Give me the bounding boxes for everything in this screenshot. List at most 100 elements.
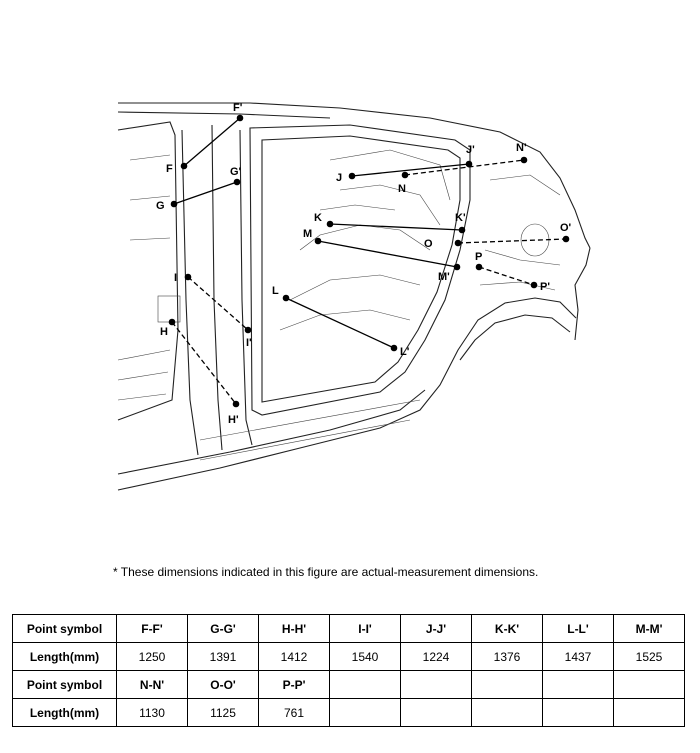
measurement-points bbox=[168, 114, 570, 408]
point-n-prime bbox=[520, 156, 528, 164]
label-g: G bbox=[156, 200, 165, 212]
point-p bbox=[475, 263, 483, 271]
table-cell-length: 1130 bbox=[116, 698, 188, 727]
table-row: Length(mm) 1130 1125 761 bbox=[12, 698, 685, 727]
table-cell-symbol: O-O' bbox=[187, 670, 259, 699]
label-k-prime: K' bbox=[455, 212, 466, 224]
table-row: Length(mm) 1250 1391 1412 1540 1224 1376… bbox=[12, 642, 685, 671]
table-cell-symbol bbox=[329, 670, 401, 699]
label-h: H bbox=[160, 326, 168, 338]
point-g-prime bbox=[233, 178, 241, 186]
point-k-prime bbox=[458, 226, 466, 234]
table-cell-symbol: F-F' bbox=[116, 614, 188, 643]
label-p: P bbox=[475, 251, 482, 263]
label-l-prime: L' bbox=[400, 346, 410, 358]
dim-line-g bbox=[173, 181, 238, 205]
header-length: Length(mm) bbox=[12, 698, 117, 727]
dim-line-f bbox=[183, 117, 241, 167]
point-o bbox=[454, 239, 462, 247]
dim-line-l bbox=[285, 297, 395, 349]
label-g-prime: G' bbox=[230, 166, 242, 178]
body-side-diagram: F F' G G' H H' I I' J J' K K' L L' M M' … bbox=[117, 102, 591, 491]
label-n: N bbox=[398, 183, 406, 195]
table-row: Point symbol N-N' O-O' P-P' bbox=[12, 670, 685, 699]
table-cell-length bbox=[329, 698, 401, 727]
dim-line-j bbox=[351, 163, 470, 177]
table-row: Point symbol F-F' G-G' H-H' I-I' J-J' K-… bbox=[12, 614, 685, 643]
table-cell-symbol: K-K' bbox=[471, 614, 543, 643]
table-cell-length: 1540 bbox=[329, 642, 401, 671]
label-o-prime: O' bbox=[560, 222, 572, 234]
point-k bbox=[326, 220, 334, 228]
table-cell-length bbox=[613, 698, 685, 727]
point-f-prime bbox=[236, 114, 244, 122]
label-i-prime: I' bbox=[246, 337, 252, 349]
dim-line-p bbox=[478, 266, 535, 286]
table-cell-symbol: N-N' bbox=[116, 670, 188, 699]
table-cell-length: 1437 bbox=[542, 642, 614, 671]
label-n-prime: N' bbox=[516, 142, 527, 154]
table-cell-length: 761 bbox=[258, 698, 330, 727]
dim-line-h bbox=[171, 321, 237, 405]
point-n bbox=[401, 171, 409, 179]
point-p-prime bbox=[530, 281, 538, 289]
dim-line-i bbox=[187, 276, 249, 331]
table-cell-symbol bbox=[542, 670, 614, 699]
table-cell-length bbox=[400, 698, 472, 727]
table-cell-symbol bbox=[613, 670, 685, 699]
label-f: F bbox=[166, 163, 173, 175]
point-m bbox=[314, 237, 322, 245]
body-outline bbox=[117, 102, 591, 491]
dim-line-o bbox=[457, 238, 567, 244]
dim-line-m bbox=[317, 240, 458, 268]
table-cell-symbol: H-H' bbox=[258, 614, 330, 643]
label-j: J bbox=[336, 172, 342, 184]
table-cell-length bbox=[471, 698, 543, 727]
point-l bbox=[282, 294, 290, 302]
label-k: K bbox=[314, 212, 322, 224]
table-cell-length: 1224 bbox=[400, 642, 472, 671]
dimension-lines bbox=[171, 117, 567, 405]
table-cell-length: 1391 bbox=[187, 642, 259, 671]
table-cell-length: 1125 bbox=[187, 698, 259, 727]
measurement-note: * These dimensions indicated in this fig… bbox=[113, 565, 539, 579]
table-cell-length: 1525 bbox=[613, 642, 685, 671]
label-f-prime: F' bbox=[233, 102, 243, 114]
point-i-prime bbox=[244, 326, 252, 334]
point-f bbox=[180, 162, 188, 170]
header-length: Length(mm) bbox=[12, 642, 117, 671]
label-j-prime: J' bbox=[466, 144, 475, 156]
table-cell-symbol: M-M' bbox=[613, 614, 685, 643]
point-j-prime bbox=[465, 160, 473, 168]
dim-line-k bbox=[329, 223, 463, 231]
label-h-prime: H' bbox=[228, 414, 239, 426]
table-cell-length: 1412 bbox=[258, 642, 330, 671]
table-cell-length bbox=[542, 698, 614, 727]
label-o: O bbox=[424, 238, 433, 250]
point-i bbox=[184, 273, 192, 281]
table-cell-symbol: L-L' bbox=[542, 614, 614, 643]
label-p-prime: P' bbox=[540, 281, 550, 293]
table-cell-symbol: I-I' bbox=[329, 614, 401, 643]
table-cell-symbol: G-G' bbox=[187, 614, 259, 643]
point-m-prime bbox=[453, 263, 461, 271]
point-o-prime bbox=[562, 235, 570, 243]
table-cell-length: 1376 bbox=[471, 642, 543, 671]
dimension-table: Point symbol F-F' G-G' H-H' I-I' J-J' K-… bbox=[12, 614, 685, 727]
point-l-prime bbox=[390, 344, 398, 352]
label-l: L bbox=[272, 285, 279, 297]
dim-line-n bbox=[404, 159, 525, 176]
table-cell-symbol bbox=[471, 670, 543, 699]
point-g bbox=[170, 200, 178, 208]
table-cell-symbol: J-J' bbox=[400, 614, 472, 643]
point-h bbox=[168, 318, 176, 326]
label-i: I bbox=[174, 272, 177, 284]
label-m: M bbox=[303, 228, 312, 240]
header-point-symbol: Point symbol bbox=[12, 614, 117, 643]
table-cell-symbol: P-P' bbox=[258, 670, 330, 699]
table-cell-length: 1250 bbox=[116, 642, 188, 671]
point-j bbox=[348, 172, 356, 180]
point-labels: F F' G G' H H' I I' J J' K K' L L' M M' … bbox=[156, 102, 572, 426]
label-m-prime: M' bbox=[438, 271, 450, 283]
table-cell-symbol bbox=[400, 670, 472, 699]
